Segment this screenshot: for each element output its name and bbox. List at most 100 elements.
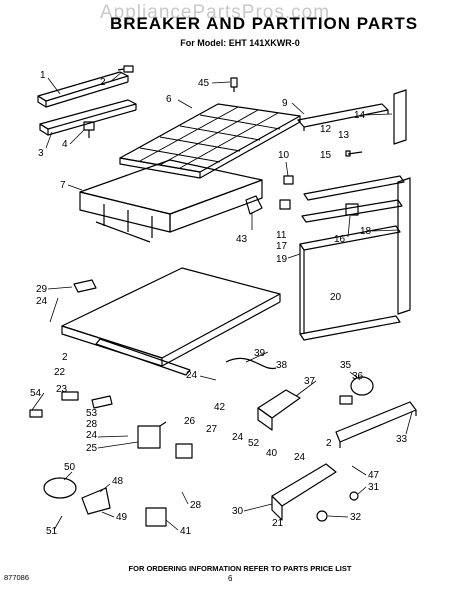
callout-25: 25	[86, 443, 98, 454]
callout-47: 47	[368, 470, 380, 481]
bracket-part-48	[81, 487, 111, 515]
callout-18: 18	[360, 226, 372, 237]
callout-45: 45	[198, 78, 210, 89]
callout-36: 36	[352, 371, 364, 382]
callout-29: 29	[36, 284, 48, 295]
callout-26: 26	[184, 416, 196, 427]
screw-part-2-top	[117, 65, 134, 73]
partition-rail-part-19	[299, 225, 401, 341]
pad-part-29	[73, 279, 97, 293]
latch-part-16	[345, 203, 359, 216]
side-piece-part-18	[397, 177, 411, 315]
bracket-part-43	[245, 195, 263, 215]
callout-41: 41	[180, 526, 192, 537]
callout-35: 35	[340, 360, 352, 371]
connector-part-54	[29, 409, 43, 418]
trim-part-33	[335, 401, 417, 448]
callout-7: 7	[60, 180, 66, 191]
callout-31: 31	[368, 482, 380, 493]
lamp-part-35	[350, 376, 374, 396]
terminal-block-part-41	[145, 507, 167, 527]
screw-part-4	[83, 121, 95, 138]
callout-14: 14	[354, 110, 366, 121]
breaker-frame-part-7	[79, 159, 263, 243]
callout-22: 22	[54, 367, 66, 378]
callout-32: 32	[350, 512, 362, 523]
partition-rail-part-17	[301, 199, 403, 223]
callout-33: 33	[396, 434, 408, 445]
callout-53: 53	[86, 408, 98, 419]
callout-1: 1	[40, 70, 46, 81]
callout-24c: 24	[86, 430, 98, 441]
callout-48: 48	[112, 476, 124, 487]
screw-part-45	[230, 77, 238, 92]
ordering-info-footer: FOR ORDERING INFORMATION REFER TO PARTS …	[128, 564, 352, 573]
callout-numbers: 1 2 3 4 45 6 7 9 12 13 14 10 15 11 17 43…	[30, 70, 408, 537]
callout-2a: 2	[100, 77, 106, 88]
callout-10: 10	[278, 150, 290, 161]
side-piece-part-14	[393, 89, 407, 145]
callout-4: 4	[62, 139, 68, 150]
callout-2b: 2	[62, 352, 68, 363]
callout-6: 6	[166, 94, 172, 105]
callout-12: 12	[320, 124, 332, 135]
callout-43: 43	[236, 234, 248, 245]
callout-20: 20	[330, 292, 342, 303]
watermark: AppliancePartsPros.com	[100, 2, 331, 23]
grille-part-6	[119, 103, 301, 179]
callout-13: 13	[338, 130, 350, 141]
partition-rail-part-9	[297, 103, 389, 131]
callout-21: 21	[272, 518, 284, 529]
page-number: 6	[228, 574, 233, 583]
callout-3: 3	[38, 148, 44, 159]
callout-54: 54	[30, 388, 42, 399]
callout-52: 52	[248, 438, 260, 449]
switch-part-23	[61, 391, 79, 401]
callout-19: 19	[276, 254, 288, 265]
knob-part-32	[316, 510, 328, 522]
control-panel-part-30	[271, 463, 337, 521]
partition-rail-part-15	[303, 175, 405, 201]
control-part-26	[175, 443, 193, 459]
model-number: For Model: EHT 141XKWR-0	[180, 38, 300, 48]
callout-15: 15	[320, 150, 332, 161]
callout-30: 30	[232, 506, 244, 517]
callout-27: 27	[206, 424, 218, 435]
plate-part-53	[91, 395, 113, 409]
callout-39: 39	[254, 348, 266, 359]
callout-28b: 28	[190, 500, 202, 511]
callout-23: 23	[56, 384, 68, 395]
callout-24e: 24	[294, 452, 306, 463]
callout-37: 37	[304, 376, 316, 387]
callout-2c: 2	[326, 438, 332, 449]
knob-part-31	[349, 491, 359, 501]
control-box-part-25	[137, 421, 167, 449]
clip-part-11	[279, 199, 291, 210]
callout-24d: 24	[232, 432, 244, 443]
callout-49: 49	[116, 512, 128, 523]
callout-51: 51	[46, 526, 58, 537]
motor-part-50	[43, 477, 77, 499]
callout-16: 16	[334, 234, 346, 245]
callout-42: 42	[214, 402, 226, 413]
switch-housing-part-37	[257, 389, 301, 431]
document-number: 877086	[4, 573, 30, 582]
wire-part-39	[225, 357, 277, 370]
callout-11: 11	[276, 230, 287, 241]
leader-lines	[31, 71, 413, 531]
clip-part-10	[283, 175, 294, 185]
callout-24b: 24	[186, 370, 198, 381]
callout-9: 9	[282, 98, 288, 109]
callout-28a: 28	[86, 419, 98, 430]
callout-50: 50	[64, 462, 76, 473]
socket-part-36	[339, 395, 353, 405]
screw-part-13	[345, 150, 363, 157]
callout-17: 17	[276, 241, 288, 252]
breaker-strip-top	[37, 71, 129, 108]
callout-38: 38	[276, 360, 288, 371]
diagram-title: BREAKER AND PARTITION PARTS	[110, 14, 419, 33]
callout-40: 40	[266, 448, 278, 459]
callout-24a: 24	[36, 296, 48, 307]
